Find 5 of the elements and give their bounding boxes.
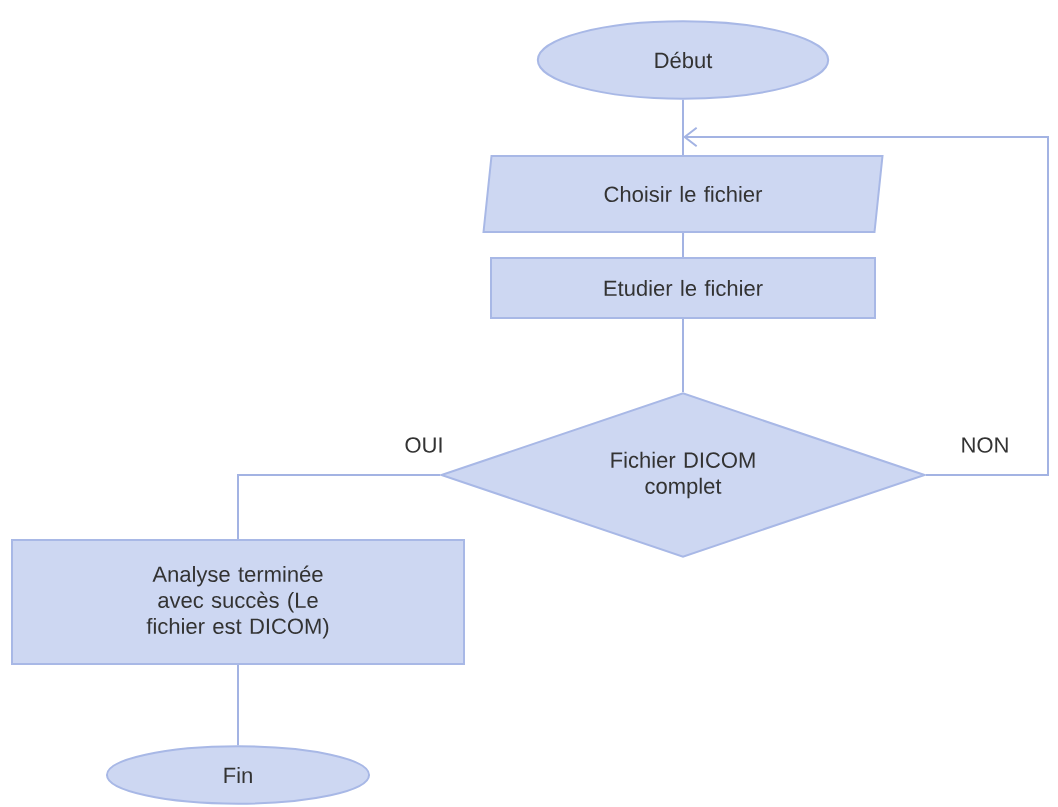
process-box: Analyse terminée avec succès (Le fichier est DICOM): [11, 539, 465, 665]
connector-arrow: [683, 126, 1049, 476]
process-box: Etudier le fichier: [490, 257, 876, 319]
input-parallelogram: Choisir le fichier: [482, 155, 884, 233]
edge-label: NON: [957, 434, 1013, 456]
